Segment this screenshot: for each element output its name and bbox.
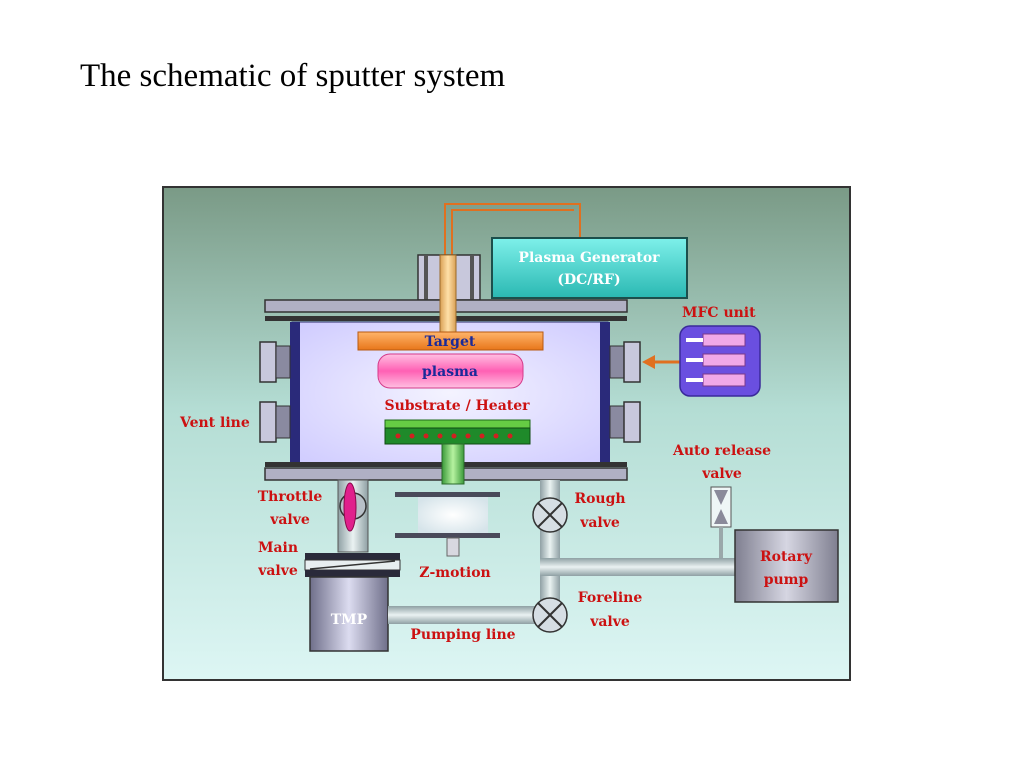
auto-release-label-line2: valve [701, 466, 742, 482]
z-motion-assembly [395, 492, 500, 557]
right-side-ports [609, 341, 641, 443]
throttle-valve-label-line1: Throttle [258, 489, 323, 505]
tmp-label: TMP [331, 612, 368, 628]
plasma-generator: Plasma Generator (DC/RF) [491, 237, 688, 299]
z-motion-label: Z-motion [419, 565, 490, 581]
foreline-valve-label-line1: Foreline [578, 590, 643, 606]
plasma-generator-label-line2: (DC/RF) [557, 272, 620, 288]
substrate-heater-label: Substrate / Heater [384, 398, 530, 414]
pumping-line-pipe [388, 606, 540, 624]
plasma-label: plasma [422, 364, 478, 380]
foreline-valve [532, 597, 568, 633]
main-valve [304, 553, 401, 577]
main-valve-label-line1: Main [258, 540, 298, 556]
chamber-right-wall [600, 322, 610, 464]
slide-title: The schematic of sputter system [80, 58, 506, 94]
rf-feed-wire [444, 203, 581, 262]
rough-valve-label-line2: valve [579, 515, 620, 531]
auto-release-label-line1: Auto release [672, 443, 771, 459]
substrate-stem [441, 443, 465, 485]
mfc-unit [679, 325, 761, 397]
plasma-generator-label-line1: Plasma Generator [518, 250, 660, 266]
rotary-pump-label-line1: Rotary [760, 549, 813, 565]
tmp-pump: TMP [309, 576, 389, 652]
rough-valve-label-line1: Rough [574, 491, 625, 507]
left-side-ports [259, 341, 291, 443]
rotary-pump-label-line2: pump [764, 572, 809, 588]
main-valve-label-line2: valve [257, 563, 298, 579]
mfc-unit-label: MFC unit [682, 305, 756, 321]
pumping-line-label: Pumping line [410, 627, 515, 643]
foreline-valve-label-line2: valve [589, 614, 630, 630]
plasma: plasma [377, 353, 524, 389]
throttle-valve [337, 479, 369, 553]
chamber-left-wall [290, 322, 300, 464]
gas-inlet-arrow [642, 355, 682, 369]
rotary-pump: Rotary pump [734, 529, 839, 603]
target-label: Target [425, 334, 476, 350]
target: Target [357, 331, 544, 351]
vent-line-label: Vent line [179, 415, 250, 431]
rotary-pipe [540, 558, 736, 576]
substrate-heater [384, 419, 531, 445]
auto-release-valve [710, 486, 732, 558]
rough-valve [532, 497, 568, 533]
throttle-valve-label-line2: valve [269, 512, 310, 528]
cathode-stem [439, 254, 457, 334]
